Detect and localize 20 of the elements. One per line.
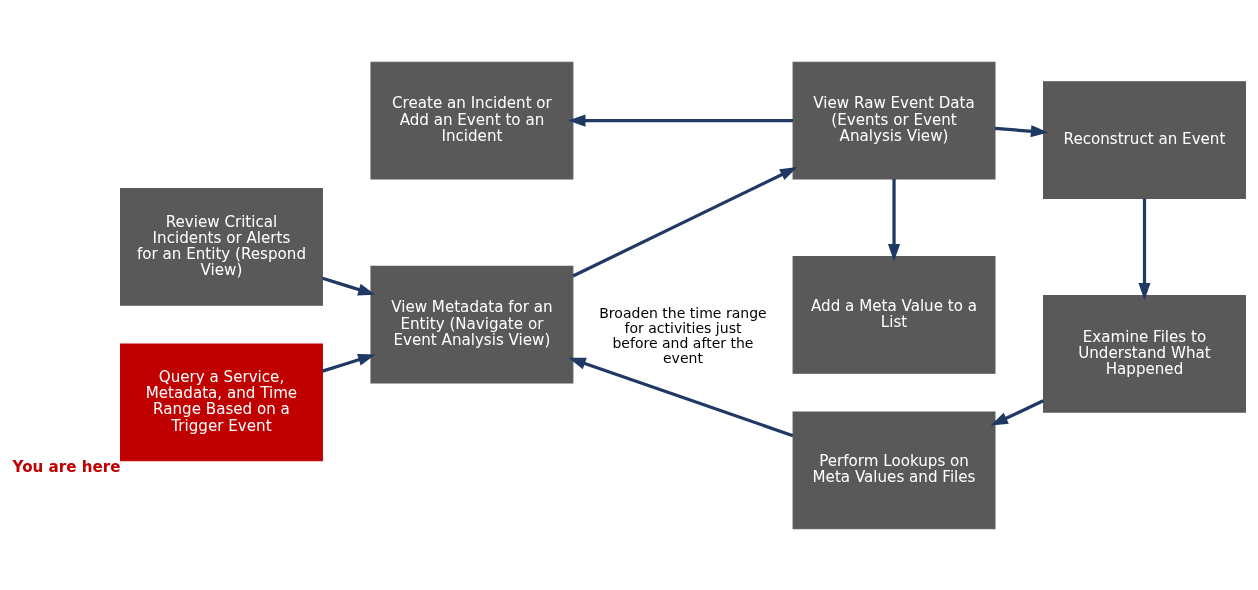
arrow	[887, 178, 901, 261]
node-label: You are here	[12, 457, 121, 476]
node-box: Reconstruct an Event	[1043, 80, 1246, 199]
node-box: Perform Lookups on Meta Values and Files	[792, 411, 996, 529]
node-box: View Raw Event Data (Events or Event Analysis View)	[792, 61, 996, 179]
node-box: View Metadata for an Entity (Navigate or Event Analysis View)	[370, 265, 574, 383]
node-box: Review Critical Incidents or Alerts for an Entity (Respond View)	[120, 187, 323, 306]
edge-label: Broaden the time range for activities just before and after the event	[599, 304, 767, 366]
arrow	[568, 357, 794, 437]
arrow	[1138, 198, 1151, 300]
arrow	[322, 276, 376, 295]
arrow	[568, 114, 793, 127]
node-box: Query a Service, Metadata, and Time Range Based on a Trigger Event	[120, 343, 323, 461]
node-box: Examine Files to Understand What Happened	[1043, 294, 1246, 413]
arrow	[990, 398, 1044, 426]
arrow	[572, 166, 798, 277]
node-box: Create an Incident or Add an Event to an Incident	[370, 61, 574, 179]
arrow	[994, 124, 1049, 137]
arrow	[322, 353, 376, 373]
node-box: Add a Meta Value to a List	[792, 255, 996, 374]
